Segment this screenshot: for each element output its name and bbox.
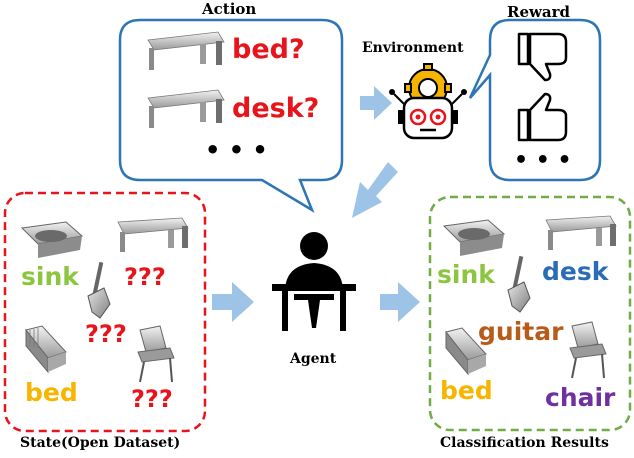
reward-label: Reward bbox=[507, 3, 571, 21]
state-unknown: ??? bbox=[85, 320, 127, 348]
result-sink: sink bbox=[437, 260, 495, 289]
sink-icon bbox=[20, 221, 84, 258]
state-bed: bed bbox=[25, 378, 78, 407]
agent-label: Agent bbox=[290, 351, 337, 367]
results-box bbox=[428, 195, 632, 432]
arrow-state-to-agent bbox=[212, 282, 254, 322]
chair-icon bbox=[569, 321, 607, 379]
action-label: Action bbox=[202, 0, 257, 18]
arrow-agent-to-results bbox=[380, 282, 420, 322]
arrow-env-to-agent bbox=[352, 162, 398, 218]
action-bubble bbox=[118, 18, 344, 213]
arrow-action-to-env bbox=[360, 86, 392, 120]
thumbs-down-icon bbox=[517, 32, 568, 82]
results-label: Classification Results bbox=[440, 435, 609, 451]
guitar-icon bbox=[87, 261, 111, 319]
sink-icon bbox=[442, 219, 506, 256]
desk-icon bbox=[117, 217, 189, 252]
chair-icon bbox=[137, 325, 175, 383]
state-unknown: ??? bbox=[124, 263, 166, 291]
reward-more: • • • bbox=[514, 148, 572, 173]
state-label: State(Open Dataset) bbox=[20, 435, 181, 451]
robot-icon bbox=[389, 63, 467, 140]
environment-label: Environment bbox=[362, 40, 464, 56]
desk-icon bbox=[545, 215, 617, 250]
action-more: • • • bbox=[205, 136, 268, 164]
bed-icon bbox=[25, 325, 67, 374]
result-guitar: guitar bbox=[478, 317, 564, 346]
agent-icon bbox=[272, 232, 356, 331]
desk-icon bbox=[147, 31, 225, 70]
guess-desk: desk? bbox=[232, 93, 320, 124]
state-unknown: ??? bbox=[131, 385, 173, 413]
result-chair: chair bbox=[545, 383, 616, 412]
thumbs-up-icon bbox=[517, 92, 568, 142]
reward-bubble bbox=[468, 18, 602, 182]
desk-icon bbox=[147, 89, 225, 128]
bed-icon bbox=[445, 327, 487, 376]
result-desk: desk bbox=[542, 257, 609, 286]
state-sink: sink bbox=[21, 262, 79, 291]
guitar-icon bbox=[507, 255, 531, 313]
guess-bed: bed? bbox=[232, 34, 305, 65]
result-bed: bed bbox=[440, 376, 493, 405]
